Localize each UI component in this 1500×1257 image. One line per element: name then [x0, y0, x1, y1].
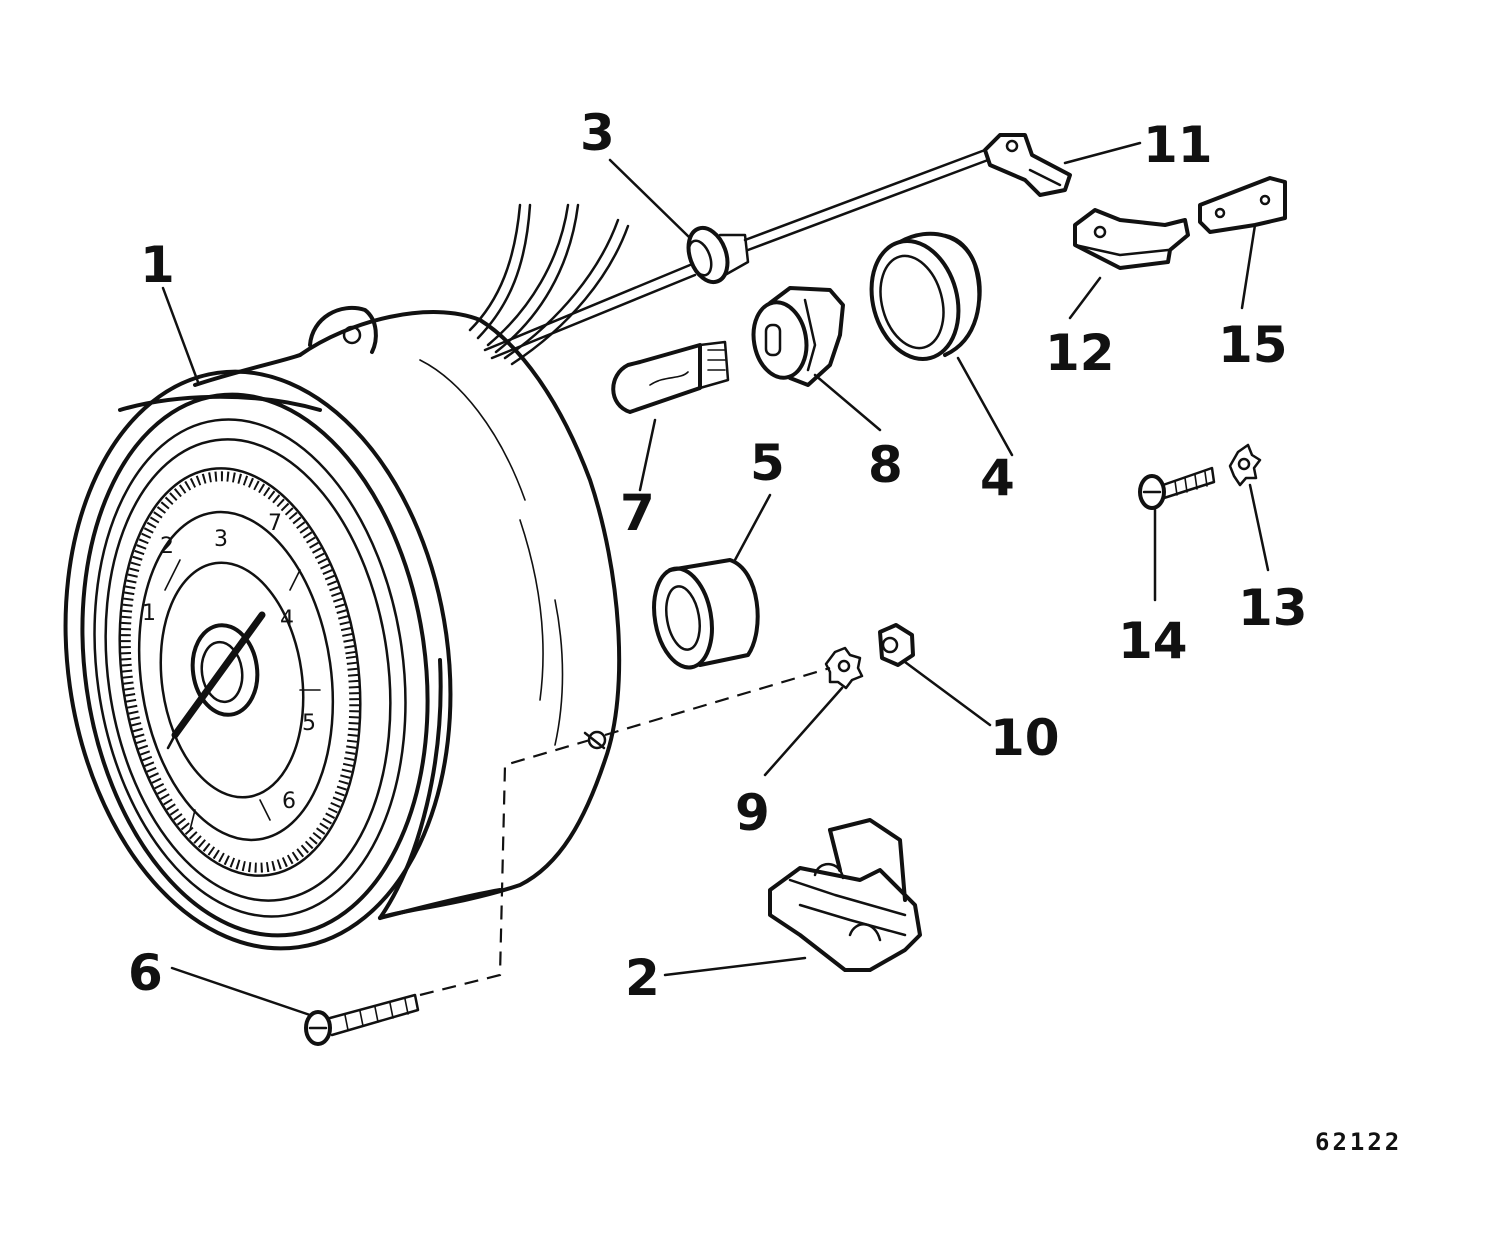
- screw-14: [1138, 466, 1216, 510]
- callout-11: 11: [1143, 116, 1213, 174]
- wire-grommet: [686, 148, 990, 285]
- callout-2: 2: [625, 949, 660, 1007]
- star-washer-13: [1228, 443, 1262, 487]
- lens-ring-4: [869, 231, 982, 361]
- gauge-assembly: 1 2 3 4 5 6 7: [63, 203, 697, 951]
- dial-number-4: 4: [280, 607, 294, 632]
- callout-labels: 1 2 3 4 5 6 7 8 9 10 11 12 13 14 15: [128, 104, 1308, 1007]
- callout-9: 9: [735, 784, 770, 842]
- dial-number-7: 7: [268, 511, 282, 536]
- dial-number-2: 2: [160, 534, 174, 559]
- callout-10: 10: [990, 709, 1060, 767]
- leader-lines: [161, 141, 1270, 1017]
- terminal-11: [983, 133, 1072, 197]
- bulb-socket-8: [751, 286, 845, 387]
- lock-washer-9: [824, 646, 864, 690]
- callout-12: 12: [1045, 324, 1115, 382]
- dial-number-6: 6: [282, 789, 296, 814]
- dial-number-5: 5: [302, 711, 316, 736]
- bracket-12: [1073, 208, 1190, 270]
- dial-number-3: 3: [214, 527, 228, 552]
- nut-10: [878, 623, 915, 667]
- callout-13: 13: [1238, 579, 1308, 637]
- screw-6: [304, 993, 420, 1046]
- bulb-7: [611, 340, 730, 414]
- callout-5: 5: [750, 434, 785, 492]
- callout-8: 8: [868, 436, 903, 494]
- callout-3: 3: [580, 104, 615, 162]
- assembly-path-lines: [419, 666, 831, 997]
- callout-14: 14: [1118, 612, 1188, 670]
- mounting-bracket-2: [768, 818, 922, 972]
- dial-number-1: 1: [142, 601, 156, 626]
- terminal-plate-15: [1198, 176, 1287, 234]
- callout-6: 6: [128, 944, 163, 1002]
- callout-7: 7: [620, 484, 655, 542]
- callout-15: 15: [1218, 316, 1288, 374]
- reference-number: 62122: [1315, 1128, 1402, 1156]
- callout-1: 1: [140, 236, 175, 294]
- sleeve-5: [652, 558, 760, 670]
- callout-4: 4: [980, 449, 1015, 507]
